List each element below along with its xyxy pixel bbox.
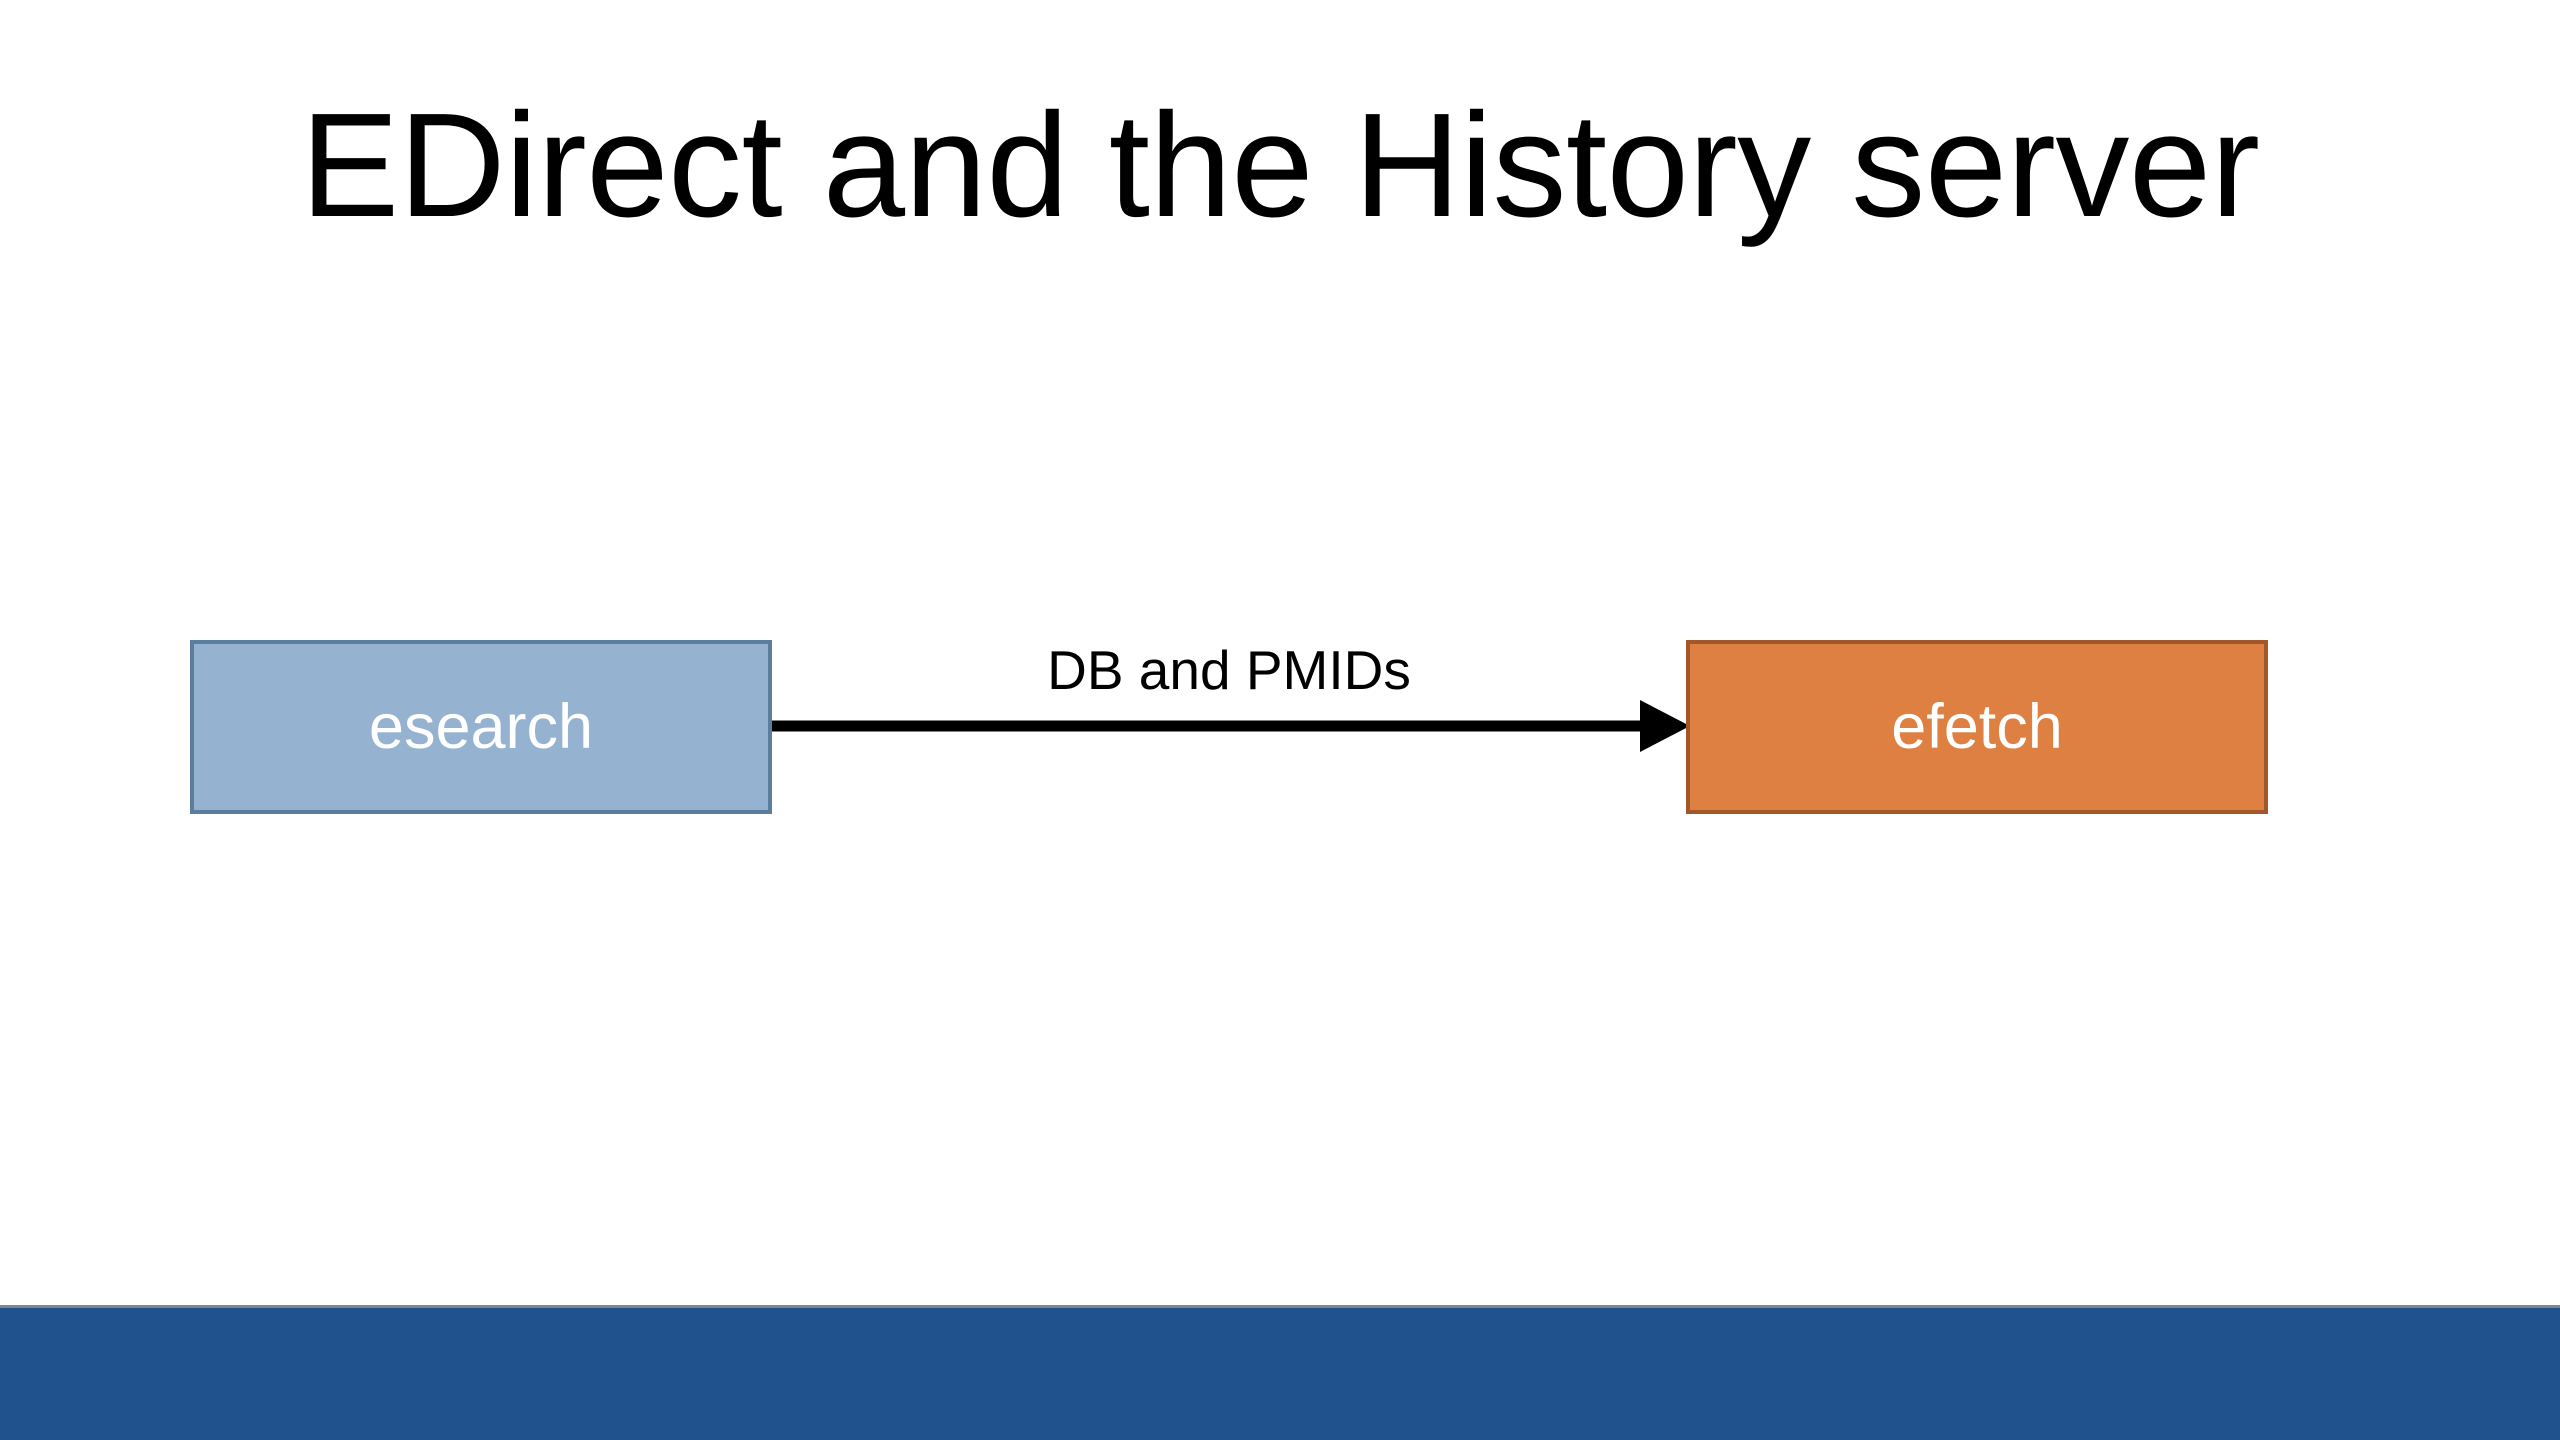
node-efetch-label: efetch <box>1891 691 2063 762</box>
edge-label-db-and-pmids: DB and PMIDs <box>1047 639 1411 701</box>
slide-title: EDirect and the History server <box>300 83 2260 248</box>
node-efetch[interactable]: efetch <box>1686 640 2268 814</box>
footer-bar: NIH U.S. National Library of Medicine 39 <box>0 1305 2560 1440</box>
node-esearch[interactable]: esearch <box>190 640 772 814</box>
flow-diagram: DB and PMIDs esearch efetch <box>190 639 2268 814</box>
node-esearch-label: esearch <box>368 691 594 762</box>
